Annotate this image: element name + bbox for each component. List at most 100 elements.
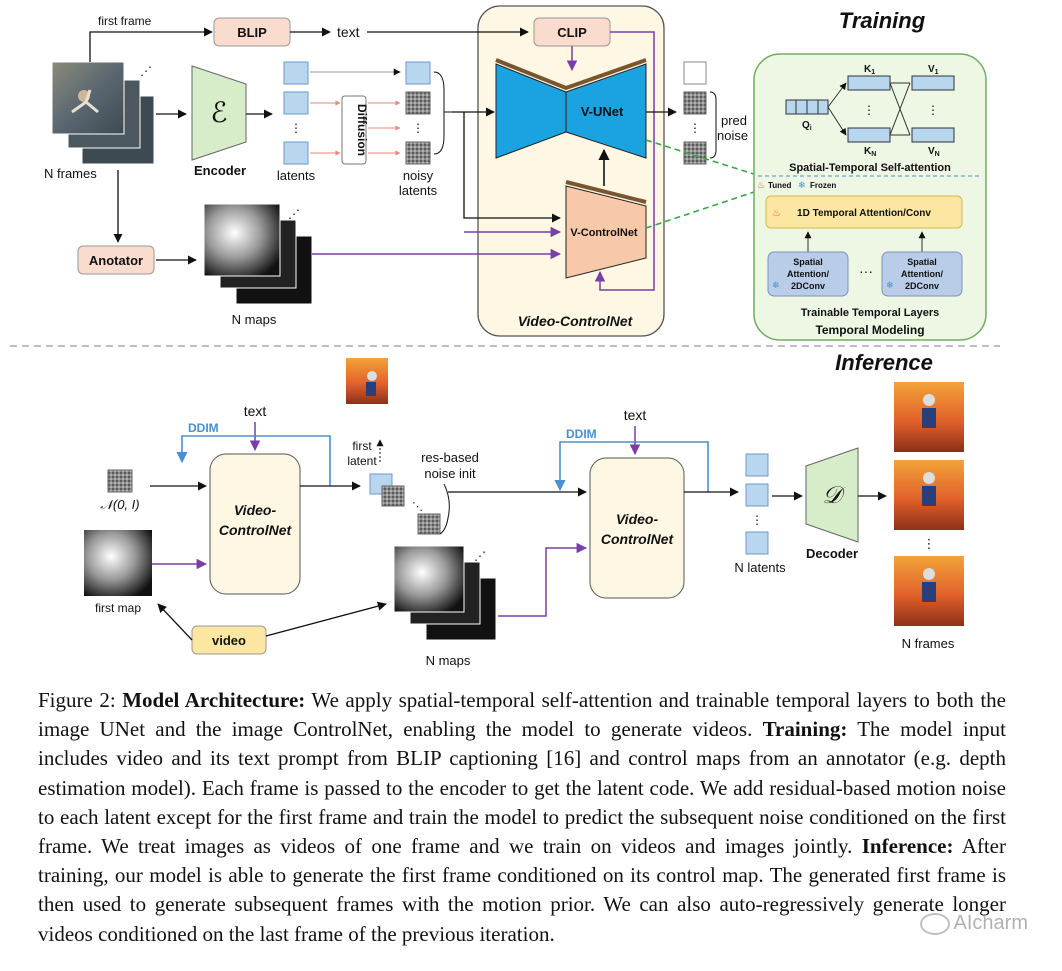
caption-training-label: Training: bbox=[762, 717, 848, 742]
diffusion-label: Diffusion bbox=[355, 104, 369, 156]
spatial-1-snowflake-icon: ❄ bbox=[772, 280, 780, 290]
svg-text:⋮: ⋮ bbox=[689, 121, 701, 135]
inference-controlnet-1-line1: Video- bbox=[234, 502, 277, 518]
sts-attention-label: Spatial-Temporal Self-attention bbox=[789, 162, 951, 174]
caption-fig-label: Figure 2: bbox=[38, 688, 116, 712]
inference-maps-stack: ⋰ bbox=[393, 545, 497, 641]
watermark-text: AIcharm bbox=[953, 912, 1028, 934]
n-maps-label: N maps bbox=[232, 312, 277, 327]
anotator-label: Anotator bbox=[89, 253, 143, 268]
caption-heading: Model Architecture: bbox=[122, 688, 306, 712]
first-frame-label: first frame bbox=[98, 14, 152, 28]
v1-label: V1 bbox=[928, 64, 939, 76]
svg-text:⋮: ⋮ bbox=[290, 121, 302, 135]
first-latent-label-2: latent bbox=[347, 454, 377, 468]
qi-label: Qi bbox=[802, 120, 812, 132]
inference-controlnet-1-line2: ControlNet bbox=[219, 522, 293, 538]
inference-controlnet-box-1 bbox=[209, 453, 301, 595]
first-latent-label-1: first bbox=[352, 439, 372, 453]
tuned-label: Tuned bbox=[768, 181, 792, 190]
spatial-1-line2: Attention/ bbox=[787, 269, 829, 279]
inference-controlnet-2-line1: Video- bbox=[616, 511, 659, 527]
video-label: video bbox=[212, 633, 246, 648]
clip-label: CLIP bbox=[557, 25, 587, 40]
diffusion-box bbox=[341, 95, 367, 165]
noisy-latents-label-2: latents bbox=[399, 183, 438, 198]
spatial-1-line1: Spatial bbox=[793, 257, 823, 267]
input-frames-stack: ⋰ bbox=[51, 61, 155, 165]
inference-text-label-2: text bbox=[624, 407, 647, 423]
n-frames-label: N frames bbox=[44, 166, 97, 181]
pred-noise-stack: ⋮ bbox=[683, 61, 707, 165]
figure-caption: Figure 2: Model Architecture: We apply s… bbox=[38, 686, 1006, 949]
spatial-2-line2: Attention/ bbox=[901, 269, 943, 279]
noise-label: noise bbox=[717, 128, 748, 143]
wechat-icon bbox=[919, 912, 950, 935]
ddim-label-1: DDIM bbox=[188, 421, 219, 435]
caption-text-2: The model input includes video and its t… bbox=[38, 717, 1006, 859]
first-map-label: first map bbox=[95, 601, 141, 615]
res-noise-label-2: noise init bbox=[424, 466, 476, 481]
k1-label: K1 bbox=[864, 64, 875, 76]
text-label: text bbox=[337, 24, 360, 40]
svg-text:⋮: ⋮ bbox=[923, 536, 936, 551]
encoder-label: Encoder bbox=[194, 163, 246, 178]
first-map-image bbox=[84, 530, 152, 596]
inference-title: Inference bbox=[835, 350, 933, 375]
n-latents-stack: ⋮ bbox=[745, 453, 769, 555]
spatial-ellipsis: ··· bbox=[859, 263, 873, 279]
n-latents-label: N latents bbox=[734, 560, 786, 575]
model-architecture-figure: Training Video-ControlNet ⋰ first frame … bbox=[10, 5, 1000, 668]
temporal-attention-label: 1D Temporal Attention/Conv bbox=[797, 208, 931, 219]
output-n-frames-label: N frames bbox=[902, 636, 955, 651]
caption-text-3: After training, our model is able to gen… bbox=[38, 834, 1006, 946]
latents-stack: ⋮ bbox=[283, 61, 309, 165]
depth-maps-stack: ⋰ bbox=[203, 203, 313, 305]
training-title: Training bbox=[839, 8, 926, 33]
spatial-attention-box-2 bbox=[881, 251, 963, 297]
blip-label: BLIP bbox=[237, 25, 267, 40]
svg-text:⋰: ⋰ bbox=[288, 207, 300, 221]
temporal-flame-icon: ♨ bbox=[772, 208, 781, 219]
video-controlnet-container bbox=[477, 5, 665, 337]
inference-controlnet-2-line2: ControlNet bbox=[601, 531, 675, 547]
temporal-attention-box bbox=[765, 195, 963, 229]
vunet-label: V-UNet bbox=[581, 104, 624, 119]
gaussian-noise-square bbox=[107, 469, 133, 493]
video-controlnet-label: Video-ControlNet bbox=[518, 313, 634, 329]
caption-inference-label: Inference: bbox=[861, 834, 954, 859]
res-noise-label-1: res-based bbox=[421, 450, 479, 465]
pred-label: pred bbox=[721, 113, 747, 128]
svg-text:⋱: ⋱ bbox=[412, 501, 423, 513]
svg-text:⋮: ⋮ bbox=[751, 513, 763, 527]
svg-text:⋮: ⋮ bbox=[863, 103, 875, 117]
svg-text:⋰: ⋰ bbox=[140, 64, 152, 78]
anotator-box bbox=[77, 245, 155, 275]
noisy-latents-label-1: noisy bbox=[403, 168, 434, 183]
watermark: AIcharm bbox=[919, 912, 1028, 935]
inference-n-maps-label: N maps bbox=[426, 653, 471, 668]
caption-text-1: We apply spatial-temporal self-attention… bbox=[38, 688, 1006, 742]
vcontrolnet-block bbox=[565, 185, 647, 279]
encoder-symbol: ℰ bbox=[211, 97, 228, 128]
spatial-attention-box-1 bbox=[767, 251, 849, 297]
inference-text-label-1: text bbox=[244, 403, 267, 419]
ddim-label-2: DDIM bbox=[566, 427, 597, 441]
svg-text:⋰: ⋰ bbox=[474, 549, 486, 563]
noisy-latents-stack: ⋮ bbox=[405, 61, 431, 165]
frozen-snowflake-icon: ❄ bbox=[798, 180, 806, 190]
spatial-2-line1: Spatial bbox=[907, 257, 937, 267]
svg-text:⋮: ⋮ bbox=[927, 103, 939, 117]
inference-latents: ⋱ bbox=[369, 473, 441, 535]
latents-label: latents bbox=[277, 168, 316, 183]
kn-label: KN bbox=[864, 146, 876, 158]
spatial-2-snowflake-icon: ❄ bbox=[886, 280, 894, 290]
temporal-modeling-label: Temporal Modeling bbox=[815, 323, 924, 337]
spatial-1-line3: 2DConv bbox=[791, 281, 825, 291]
output-frames: ⋮ bbox=[894, 382, 964, 626]
decoder-label: Decoder bbox=[806, 546, 858, 561]
normal-dist-label: 𝒩(0, I) bbox=[100, 497, 139, 512]
trainable-layers-label: Trainable Temporal Layers bbox=[801, 307, 940, 319]
frozen-label: Frozen bbox=[810, 181, 836, 190]
vn-label: VN bbox=[928, 146, 940, 158]
